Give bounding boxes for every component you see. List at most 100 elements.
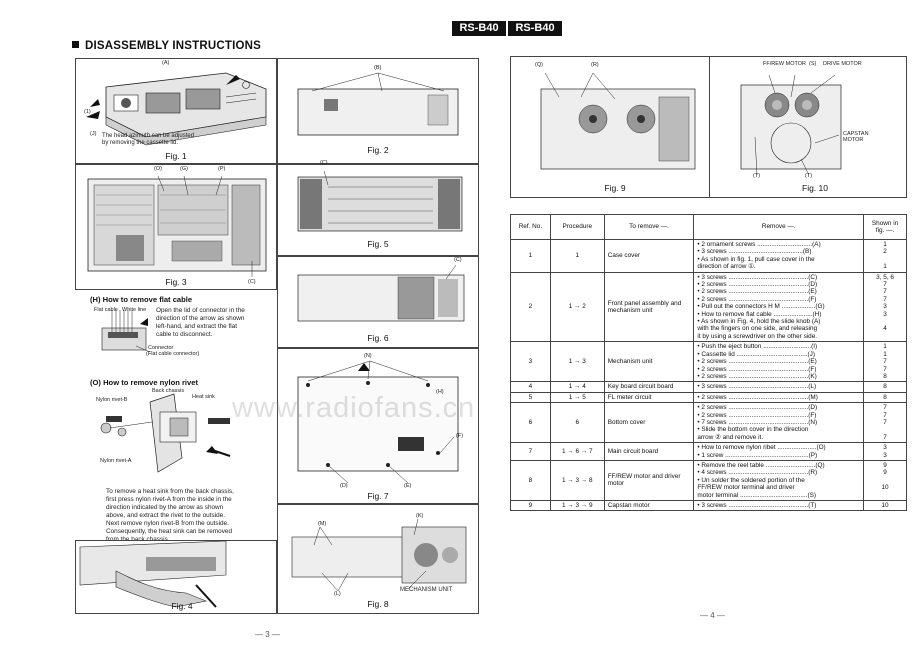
shown-in-line: 7: [883, 288, 887, 296]
cell-target: Key board circuit board: [603, 381, 695, 393]
fig9-drawing: [540, 72, 696, 170]
remove-line: • Slide the bottom cover in the directio…: [697, 426, 809, 434]
fig3-panel: (O) (G) (P) (C) Fig. 3: [75, 164, 277, 290]
remove-line: motor terminal .........................…: [697, 491, 816, 499]
fig3-label-o: (O): [154, 166, 162, 172]
shown-in-line: 8: [883, 372, 887, 380]
nylon-rivet-text-line: direction indicated by the arrow as show…: [106, 504, 224, 511]
fig3-caption: Fig. 3: [165, 277, 187, 287]
cell-ref: 4: [510, 381, 551, 393]
fig8-label-mech: MECHANISM UNIT: [400, 587, 453, 593]
remove-line: • 2 screws .............................…: [697, 365, 817, 373]
fig7-label-h: (H): [436, 389, 444, 395]
fig9-10-panel: (Q) (R) Fig. 9 FF/REW MOTOR (S) DRIVE MO…: [510, 56, 907, 198]
remove-line: • 2 screws .............................…: [697, 372, 817, 380]
fig10-label-s: (S): [809, 61, 817, 67]
shown-in-line: 1: [883, 350, 887, 358]
fig7-label-e: (E): [404, 483, 412, 489]
fig4-drawing: [79, 540, 227, 608]
cell-procedure: 1: [549, 239, 605, 273]
cell-target: Front panel assembly and mechanism unit: [603, 271, 695, 343]
shown-in-line: 7: [883, 295, 887, 303]
fig5-drawing: [297, 170, 463, 232]
flat-cable-title: (H) How to remove flat cable: [90, 295, 193, 304]
nylon-rivet-text-line: from the back chassis.: [106, 536, 170, 543]
fig6-label-c: (C): [454, 257, 462, 263]
shown-in-line: 3, 5, 6: [876, 273, 894, 281]
cell-ref: 6: [510, 402, 551, 444]
remove-line: • Un solder the soldered portion of the: [697, 476, 805, 484]
model-badge-right: RS-B40: [508, 21, 562, 36]
fig8-caption: Fig. 8: [367, 599, 389, 609]
fig7-label-d: (D): [340, 483, 348, 489]
connector-label: Connector: [148, 345, 174, 351]
fig10-label-drive: DRIVE MOTOR: [823, 61, 862, 67]
remove-line: • How to remove flat cable .............…: [697, 310, 822, 318]
shown-in-line: 7: [883, 404, 887, 412]
fig7-label-n: (N): [364, 353, 372, 359]
cell-remove: • 3 screws .............................…: [693, 499, 865, 512]
shown-in-line: 3: [883, 310, 887, 318]
cell-ref: 1: [510, 239, 551, 273]
shown-in-line: 9: [883, 461, 887, 469]
fig8-label-k: (K): [416, 513, 424, 519]
cell-ref: 8: [510, 459, 551, 502]
cell-remove: • 2 screws .............................…: [693, 391, 865, 404]
cell-ref: 2: [510, 271, 551, 343]
remove-line: • As shown in fig. 1, pull case cover in…: [697, 255, 815, 263]
fig10-label-capstan: CAPSTAN MOTOR: [843, 131, 869, 143]
cell-target: Main circuit board: [603, 442, 695, 461]
cell-shown-in: 10: [863, 499, 907, 512]
fig5-caption: Fig. 5: [367, 239, 389, 249]
nylon-rivet-text-line: To remove a heat sink from the back chas…: [106, 488, 234, 495]
nylon-rivet-text-line: first press nylon rivet-A from the insid…: [106, 496, 232, 503]
cell-shown-in: 8: [863, 381, 907, 393]
fig4-panel: Fig. 4: [75, 540, 277, 614]
shown-in-line: [867, 256, 903, 263]
remove-line: • 2 ornament screws ....................…: [697, 241, 821, 248]
fig10-label-ffrew: FF/REW MOTOR: [763, 61, 806, 67]
shown-in-line: [867, 426, 903, 433]
cell-remove: • 3 screws .............................…: [693, 271, 865, 343]
fig1-note: The head azimuth can be adjusted by remo…: [102, 133, 195, 146]
remove-line: • How to remove nylon ribet ............…: [697, 444, 826, 452]
shown-in-line: 7: [883, 433, 887, 441]
fig9-caption: Fig. 9: [604, 183, 626, 193]
flat-cable-label: Flat cable: [94, 307, 118, 313]
heat-sink-label: Heat sink: [192, 394, 215, 400]
remove-line: direction of arrow ①.: [697, 263, 756, 271]
cell-shown-in: 8: [863, 391, 907, 404]
fig6-panel: (C) Fig. 6: [277, 256, 479, 348]
shown-in-line: 7: [883, 281, 887, 289]
section-title: DISASSEMBLY INSTRUCTIONS: [72, 40, 261, 52]
disassembly-table: Ref. No. Procedure To remove —. Remove —…: [510, 214, 907, 512]
shown-in-line: 3: [883, 303, 887, 311]
fig8-panel: (M) (K) (L) MECHANISM UNIT Fig. 8: [277, 504, 479, 614]
cell-target: Mechanism unit: [603, 341, 695, 383]
fig10-drawing: [740, 74, 842, 176]
remove-line: • 2 screws .............................…: [697, 295, 817, 303]
flat-cable-text-line: Open the lid of connector in the: [156, 307, 245, 314]
shown-in-line: 2: [883, 248, 887, 256]
nylon-rivet-a-label: Nylon rivet-A: [100, 458, 132, 464]
page-number-left: — 3 —: [255, 630, 280, 639]
fig10-label-t2: (T): [805, 173, 813, 179]
shown-in-line: [867, 477, 903, 484]
cell-remove: • 2 screws .............................…: [693, 402, 865, 444]
shown-in-line: 7: [883, 365, 887, 373]
fig1-label-1: (1): [84, 109, 91, 115]
shown-in-line: 9: [883, 469, 887, 477]
flat-cable-drawing: [101, 310, 151, 353]
fig7-label-f: (F): [456, 433, 464, 439]
fig3-label-p: (P): [218, 166, 226, 172]
fig8-drawing: [291, 518, 467, 592]
fig7-drawing: [297, 360, 459, 484]
